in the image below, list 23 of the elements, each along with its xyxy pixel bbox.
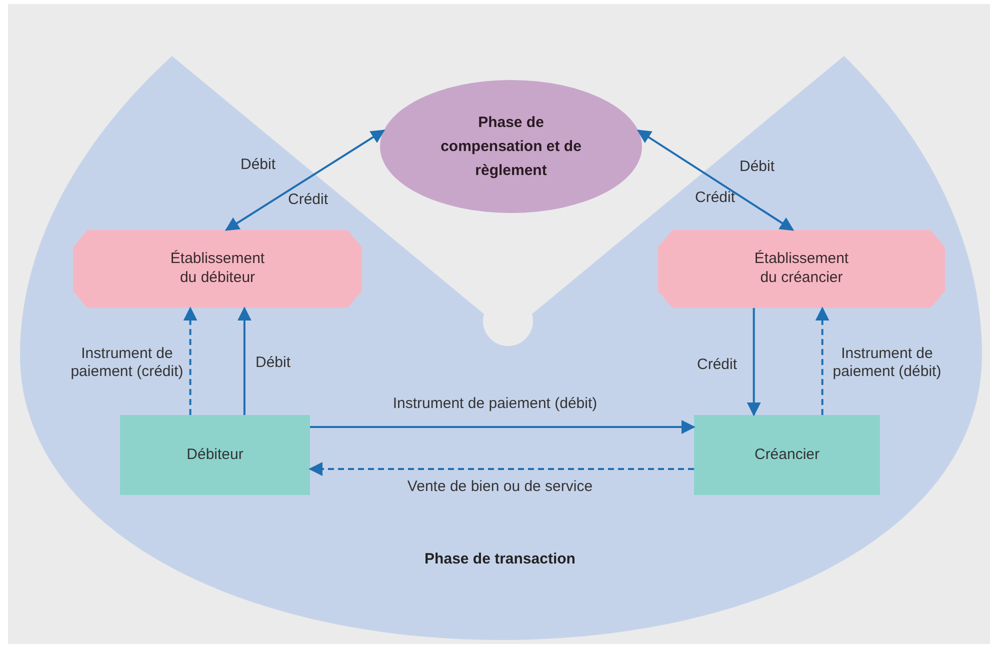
phase-title: Phase de transaction bbox=[424, 550, 576, 570]
edge-label: Instrument de paiement (débit) bbox=[832, 345, 942, 381]
edge-label: Instrument de paiement (débit) bbox=[392, 395, 598, 413]
arrow bbox=[237, 306, 252, 415]
party-box: Créancier bbox=[694, 415, 880, 495]
arrow bbox=[636, 130, 794, 231]
edge-label: Instrument de paiement (crédit) bbox=[70, 345, 184, 381]
edge-label: Vente de bien ou de service bbox=[407, 478, 593, 496]
party-box: Débiteur bbox=[120, 415, 310, 495]
arrow bbox=[308, 462, 694, 476]
institution-box: Établissement du débiteur bbox=[73, 230, 362, 308]
edge-label: Débit bbox=[255, 354, 291, 372]
edge-label: Débit bbox=[240, 156, 276, 174]
arrow bbox=[224, 130, 386, 231]
arrow bbox=[310, 420, 696, 434]
flow-label: Crédit bbox=[288, 191, 328, 209]
arrow bbox=[746, 308, 761, 416]
edge-label: Débit bbox=[739, 158, 775, 176]
edge-label: Crédit bbox=[697, 356, 737, 374]
flow-label: Crédit bbox=[695, 189, 735, 207]
arrow bbox=[815, 306, 830, 415]
institution-box: Établissement du créancier bbox=[658, 230, 945, 308]
arrow bbox=[183, 306, 198, 415]
